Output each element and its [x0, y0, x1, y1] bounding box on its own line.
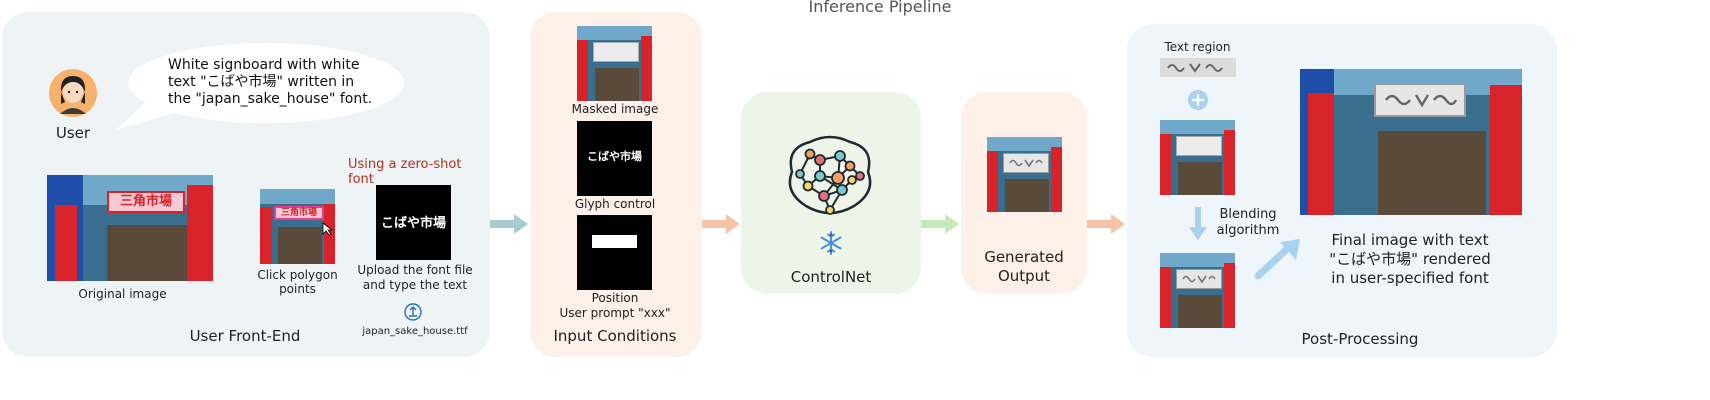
- glyph-control-image: こばや市場: [577, 121, 652, 196]
- arrow-conditions-to-controlnet: [702, 212, 742, 240]
- masked-image-caption: Masked image: [571, 102, 659, 116]
- upload-caption-line-1: Upload the font file: [357, 263, 473, 277]
- cursor-icon: [322, 221, 334, 240]
- mask-box: [593, 42, 639, 62]
- plus-icon: [1187, 89, 1209, 111]
- upload-caption: Upload the font file and type the text: [355, 263, 475, 293]
- position-box: [592, 235, 637, 248]
- generated-output-image: [987, 137, 1062, 212]
- original-image: 三角市場: [47, 175, 213, 281]
- polygon-caption: Click polygon points: [257, 268, 338, 296]
- arrow-frontend-to-conditions: [490, 212, 530, 240]
- blending-line-2: algorithm: [1216, 223, 1280, 238]
- post-masked-image: [1160, 120, 1235, 195]
- user-label: User: [55, 124, 91, 142]
- font-glyph-text: こばや市場: [380, 216, 446, 231]
- bubble-text: White signboard with white text "こばや市場" …: [168, 57, 398, 108]
- diagram-title: Inference Pipeline: [808, 0, 952, 16]
- neural-network-icon: [780, 130, 880, 222]
- font-file-name: japan_sake_house.ttf: [362, 326, 468, 337]
- down-arrow: [1188, 207, 1208, 245]
- original-sign: 三角市場: [107, 191, 185, 213]
- final-sign: [1374, 83, 1466, 117]
- arrow-output-to-post: [1087, 212, 1127, 240]
- final-image: [1300, 69, 1522, 215]
- diagonal-arrow: [1254, 238, 1302, 284]
- controlnet-label: ControlNet: [790, 268, 872, 286]
- bubble-line-3: the "japan_sake_house" font.: [168, 91, 373, 107]
- position-caption: Position: [591, 291, 639, 305]
- bubble-line-1: White signboard with white: [168, 57, 360, 73]
- upload-icon[interactable]: [404, 303, 422, 321]
- generated-sign: [1003, 153, 1049, 173]
- arrow-controlnet-to-output: [921, 212, 961, 240]
- speech-bubble: [108, 40, 408, 135]
- final-caption: Final image with text "こばや市場" rendered i…: [1310, 231, 1510, 288]
- generated-output-line-1: Generated: [984, 248, 1064, 266]
- bubble-line-2: text "こばや市場" written in: [168, 74, 355, 90]
- final-line-1: Final image with text: [1331, 231, 1489, 249]
- original-image-caption: Original image: [78, 287, 167, 301]
- masked-image: [577, 26, 652, 101]
- text-region-label: Text region: [1164, 40, 1231, 54]
- glyph-control-caption: Glyph control: [574, 197, 656, 211]
- user-prompt-caption: User prompt "xxx": [559, 306, 671, 320]
- final-line-3: in user-specified font: [1331, 269, 1489, 287]
- generated-output-label: Generated Output: [972, 248, 1076, 286]
- blending-line-1: Blending: [1219, 207, 1277, 222]
- snowflake-icon: [818, 230, 844, 256]
- text-region-image: [1160, 58, 1236, 77]
- generated-output-line-2: Output: [997, 267, 1051, 285]
- font-glyph-image: こばや市場: [376, 185, 451, 260]
- post-processing-label: Post-Processing: [1301, 330, 1419, 348]
- user-avatar-icon: [48, 68, 98, 118]
- blending-label: Blending algorithm: [1212, 207, 1284, 239]
- position-image: [577, 215, 652, 290]
- blended-image: [1160, 253, 1235, 328]
- final-line-2: "こばや市場" rendered: [1329, 250, 1491, 268]
- user-frontend-label: User Front-End: [189, 327, 301, 345]
- glyph-control-text: こばや市場: [587, 150, 642, 163]
- input-conditions-label: Input Conditions: [553, 327, 677, 345]
- upload-caption-line-2: and type the text: [362, 278, 468, 292]
- polygon-image: 三角市場: [260, 189, 335, 264]
- zero-shot-note: Using a zero-shot font: [348, 157, 462, 187]
- polygon-sign: 三角市場: [274, 206, 324, 220]
